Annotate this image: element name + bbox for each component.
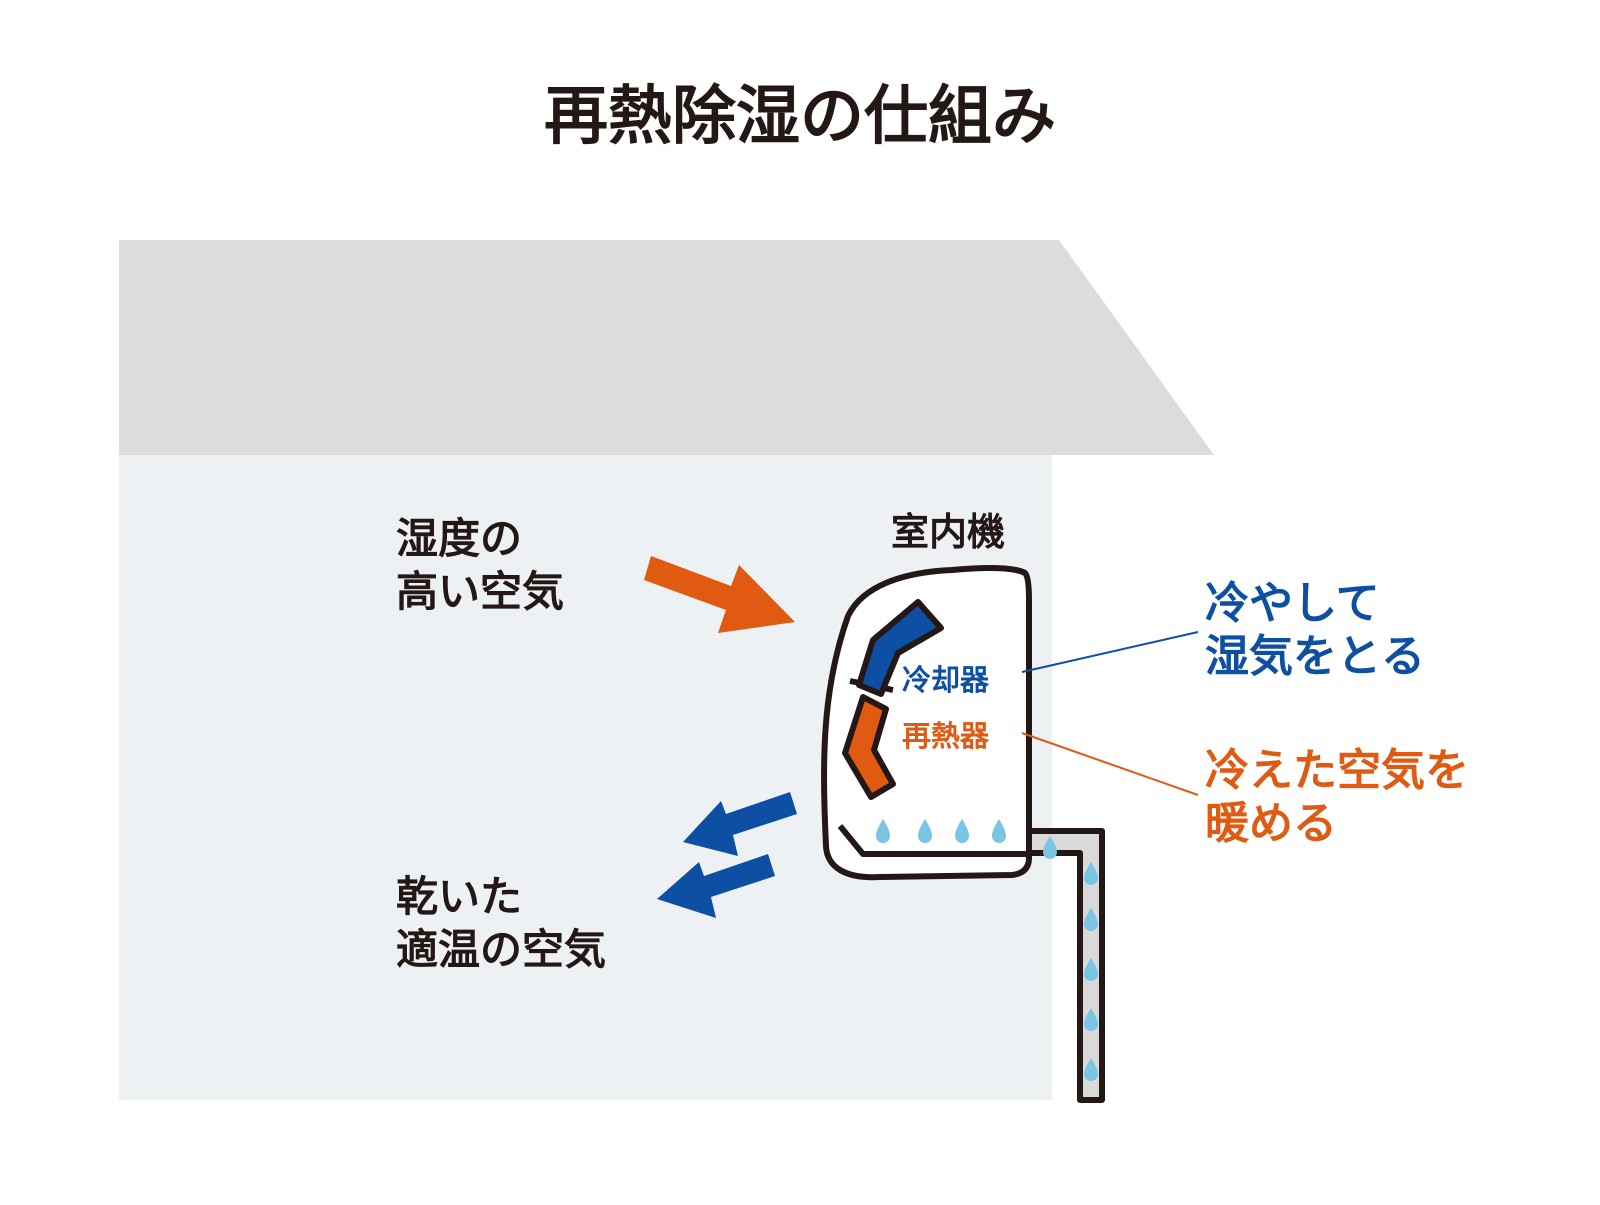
drip-tray — [837, 824, 1026, 857]
tray-droplet — [955, 819, 969, 843]
humid-air-label-line1: 湿度の — [396, 514, 522, 563]
cooler-desc-line1: 冷やして — [1205, 578, 1380, 629]
humid-air-label-line2: 高い空気 — [396, 567, 564, 616]
pipe-droplet — [1084, 908, 1098, 931]
pipe-droplet — [1043, 836, 1057, 859]
humid-air-arrow — [644, 556, 795, 633]
tray-droplet — [992, 819, 1006, 843]
indoor-unit-label: 室内機 — [891, 510, 1005, 554]
cooler-coil — [856, 599, 944, 697]
pipe-droplet — [1084, 958, 1098, 981]
pipe-droplet — [1084, 1008, 1098, 1031]
cooler-desc-line2: 湿気をとる — [1205, 631, 1425, 682]
tray-droplet — [918, 819, 932, 843]
dry-air-arrow-upper — [683, 792, 797, 856]
reheater-desc-line2: 暖める — [1205, 798, 1337, 849]
reheater-coil — [842, 694, 896, 800]
house-roof — [119, 240, 1214, 455]
reheater-leader-line — [1021, 732, 1199, 796]
pipe-droplet — [1084, 1058, 1098, 1081]
pipe-droplet — [1084, 862, 1098, 885]
cooler-label: 冷却器 — [902, 663, 990, 697]
dry-air-label-line1: 乾いた — [396, 872, 522, 921]
diagram-title: 再熱除湿の仕組み — [544, 80, 1056, 154]
tray-droplet — [876, 819, 890, 843]
dry-air-arrow-lower — [657, 854, 775, 918]
reheater-label: 再熱器 — [902, 719, 990, 753]
cooler-leader-line — [1021, 631, 1199, 673]
reheater-desc-line1: 冷えた空気を — [1205, 745, 1469, 796]
dry-air-label-line2: 適温の空気 — [396, 925, 606, 974]
